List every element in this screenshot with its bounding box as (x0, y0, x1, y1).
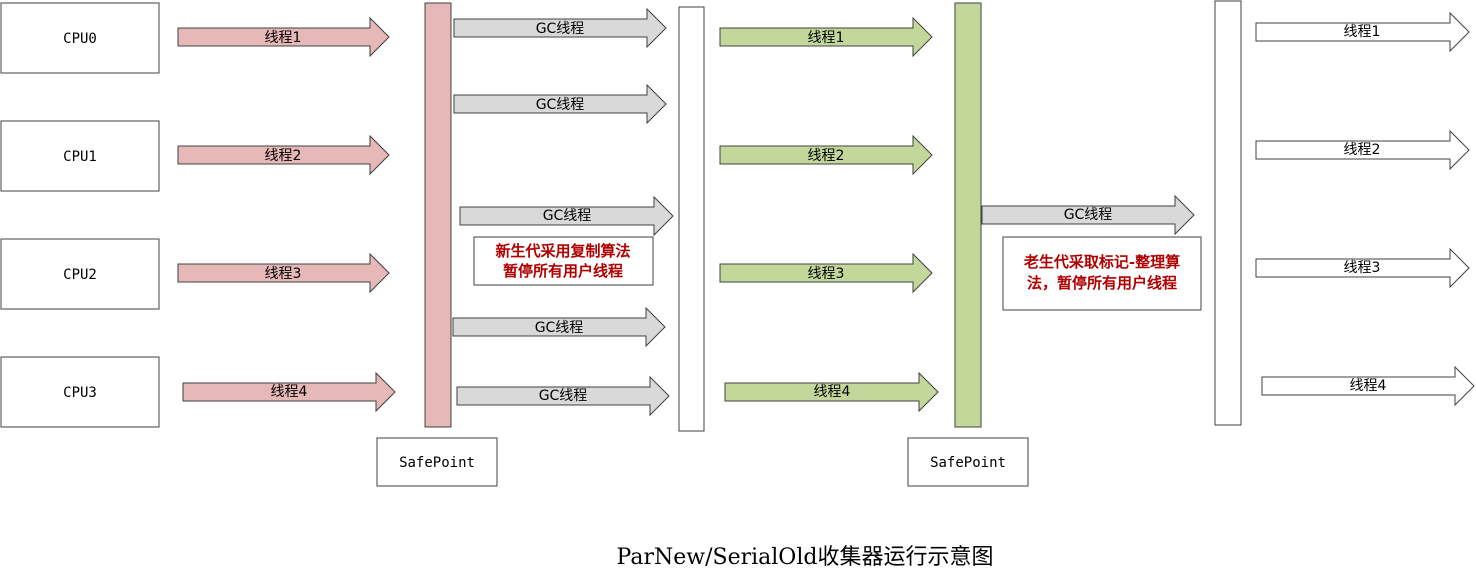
gc-arrow-label: GC线程 (1064, 207, 1113, 223)
gc-arrow-shape (456, 375, 670, 417)
thread-arrow-label: 线程2 (265, 148, 302, 164)
thread-arrow-label: 线程2 (1344, 142, 1381, 158)
young-gen-note: 新生代采用复制算法 暂停所有用户线程 (473, 236, 654, 286)
thread-arrow-shape (177, 252, 390, 294)
thread-arrow-phase1-3: 线程3 (177, 252, 390, 294)
thread-arrow-shape (1255, 11, 1470, 53)
gc-arrow-shape (452, 306, 666, 348)
thread-arrow-phase5-4: 线程4 (1261, 365, 1475, 407)
cpu-box-2: CPU2 (0, 238, 160, 310)
thread-arrow-shape (1255, 247, 1470, 289)
gc-arrow-label: GC线程 (535, 320, 584, 336)
thread-arrow-label: 线程1 (808, 30, 845, 46)
thread-arrow-phase3-4: 线程4 (724, 371, 939, 413)
thread-arrow-phase5-3: 线程3 (1255, 247, 1470, 289)
thread-arrow-shape (182, 371, 396, 413)
young-gen-note-line-2: 暂停所有用户线程 (503, 262, 623, 280)
thread-arrow-shape (719, 134, 933, 176)
gc-arrow-5: GC线程 (456, 375, 670, 417)
thread-arrow-phase3-2: 线程2 (719, 134, 933, 176)
thread-arrow-shape (177, 16, 390, 58)
gc-arrow-shape (981, 194, 1195, 236)
cpu-label-0: CPU0 (63, 31, 97, 47)
gc-arrow-3: GC线程 (459, 195, 674, 237)
gc-arrow-label: GC线程 (543, 208, 592, 224)
thread-arrow-phase3-1: 线程1 (719, 16, 933, 58)
gc-arrow-label: GC线程 (536, 21, 585, 37)
gc-arrow-1: GC线程 (453, 7, 667, 49)
thread-arrow-label: 线程3 (265, 266, 302, 282)
thread-arrow-phase1-4: 线程4 (182, 371, 396, 413)
gc-arrow-shape (453, 83, 667, 125)
safepoint-label-box-2: SafePoint (907, 437, 1029, 487)
thread-arrow-label: 线程1 (265, 30, 302, 46)
gc-arrow-shape (459, 195, 674, 237)
cpu-box-1: CPU1 (0, 120, 160, 192)
gc-arrow-label: GC线程 (539, 388, 588, 404)
safepoint-label-box-1: SafePoint (376, 437, 498, 487)
thread-arrow-phase1-2: 线程2 (177, 134, 390, 176)
old-gen-note-line-1: 老生代采取标记-整理算 (1023, 253, 1180, 271)
thread-arrow-label: 线程4 (1350, 378, 1387, 394)
phase-boundary-bar-2 (678, 6, 705, 432)
thread-arrow-shape (719, 252, 933, 294)
thread-arrow-label: 线程2 (808, 148, 845, 164)
thread-arrow-shape (719, 16, 933, 58)
thread-arrow-shape (1261, 365, 1475, 407)
thread-arrow-label: 线程3 (808, 266, 845, 282)
thread-arrow-label: 线程1 (1344, 24, 1381, 40)
safepoint-bar-1 (424, 2, 452, 428)
diagram-caption: ParNew/SerialOld收集器运行示意图 (617, 545, 994, 570)
cpu-label-1: CPU1 (63, 149, 97, 165)
thread-arrow-label: 线程4 (271, 384, 308, 400)
thread-arrow-phase5-1: 线程1 (1255, 11, 1470, 53)
phase-boundary-bar-4 (1214, 0, 1242, 426)
old-gen-note-line-2: 法，暂停所有用户线程 (1027, 274, 1177, 292)
young-gen-note-line-1: 新生代采用复制算法 (495, 242, 630, 260)
cpu-box-0: CPU0 (0, 2, 160, 74)
gc-arrow-4: GC线程 (452, 306, 666, 348)
thread-arrow-label: 线程3 (1344, 260, 1381, 276)
old-gen-note: 老生代采取标记-整理算 法，暂停所有用户线程 (1002, 236, 1202, 311)
safepoint-label-1: SafePoint (399, 455, 475, 471)
gc-arrow-label: GC线程 (536, 97, 585, 113)
safepoint-bar-2 (954, 2, 982, 428)
gc-arrow-2: GC线程 (453, 83, 667, 125)
gc-arrow-old-gen: GC线程 (981, 194, 1195, 236)
safepoint-label-2: SafePoint (930, 455, 1006, 471)
thread-arrow-phase5-2: 线程2 (1255, 129, 1470, 171)
cpu-label-3: CPU3 (63, 385, 97, 401)
gc-arrow-shape (453, 7, 667, 49)
cpu-label-2: CPU2 (63, 267, 97, 283)
thread-arrow-shape (1255, 129, 1470, 171)
thread-arrow-shape (724, 371, 939, 413)
thread-arrow-label: 线程4 (814, 384, 851, 400)
thread-arrow-shape (177, 134, 390, 176)
thread-arrow-phase1-1: 线程1 (177, 16, 390, 58)
thread-arrow-phase3-3: 线程3 (719, 252, 933, 294)
cpu-box-3: CPU3 (0, 356, 160, 428)
